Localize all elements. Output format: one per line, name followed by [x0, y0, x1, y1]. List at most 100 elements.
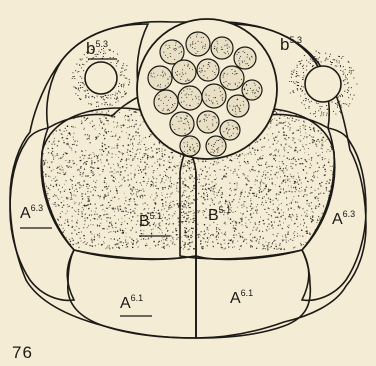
halo-dot — [79, 90, 80, 91]
stipple-dot — [184, 195, 185, 196]
stipple-dot — [198, 211, 200, 213]
stipple-dot — [230, 223, 231, 224]
stipple-dot — [52, 114, 54, 116]
stipple-dot — [303, 121, 305, 123]
stipple-dot — [294, 142, 296, 144]
stipple-dot — [40, 188, 41, 189]
halo-dot — [117, 61, 118, 62]
stipple-dot — [156, 195, 158, 197]
stipple-dot — [299, 191, 300, 192]
granule-dot — [167, 110, 168, 111]
stipple-dot — [281, 114, 282, 115]
stipple-dot — [205, 233, 206, 234]
stipple-dot — [51, 144, 52, 145]
stipple-dot — [298, 130, 299, 131]
stipple-dot — [135, 169, 136, 170]
stipple-dot — [44, 183, 45, 184]
halo-dot — [308, 99, 309, 100]
granule-dot — [215, 74, 216, 75]
stipple-dot — [251, 187, 253, 189]
stipple-dot — [297, 233, 298, 234]
stipple-dot — [115, 154, 116, 155]
stipple-dot — [53, 169, 54, 170]
stipple-dot — [300, 224, 301, 225]
stipple-dot — [256, 162, 257, 163]
stipple-dot — [50, 118, 51, 119]
stipple-dot — [294, 235, 295, 236]
stipple-dot — [76, 164, 77, 165]
stipple-dot — [268, 242, 269, 243]
stipple-dot — [306, 231, 307, 232]
stipple-dot — [155, 185, 156, 186]
stipple-dot — [42, 231, 43, 232]
stipple-dot — [242, 207, 243, 208]
stipple-dot — [265, 174, 266, 175]
stipple-dot — [140, 197, 141, 198]
halo-dot — [76, 64, 77, 65]
stipple-dot — [116, 243, 117, 244]
stipple-dot — [182, 223, 183, 224]
stipple-dot — [256, 213, 257, 214]
granule-dot — [239, 63, 240, 64]
stipple-dot — [312, 139, 313, 140]
stipple-dot — [45, 174, 47, 176]
granule-dot — [240, 56, 241, 57]
stipple-dot — [82, 176, 83, 177]
halo-dot — [316, 63, 317, 64]
stipple-dot — [35, 119, 36, 120]
stipple-dot — [107, 229, 108, 230]
stipple-dot — [293, 138, 294, 139]
granule-dot — [220, 139, 221, 140]
stipple-dot — [91, 160, 92, 161]
stipple-dot — [190, 174, 191, 175]
stipple-dot — [124, 117, 125, 118]
halo-dot — [75, 93, 76, 94]
granule-dot — [175, 50, 176, 51]
stipple-dot — [146, 175, 147, 176]
granule-dot — [231, 135, 232, 136]
stipple-dot — [235, 225, 236, 226]
stipple-dot — [202, 188, 204, 190]
stipple-dot — [322, 157, 324, 159]
stipple-dot — [298, 184, 299, 185]
stipple-dot — [88, 198, 90, 200]
stipple-dot — [60, 192, 61, 193]
granule-dot — [187, 153, 188, 154]
stipple-dot — [340, 184, 341, 185]
stipple-dot — [163, 214, 164, 215]
stipple-dot — [77, 191, 78, 192]
stipple-dot — [122, 218, 123, 219]
stipple-dot — [99, 149, 100, 150]
stipple-dot — [134, 158, 135, 159]
stipple-dot — [74, 229, 75, 230]
stipple-dot — [67, 125, 69, 127]
stipple-dot — [229, 160, 230, 161]
stipple-dot — [170, 179, 171, 180]
stipple-dot — [79, 187, 80, 188]
stipple-dot — [259, 230, 261, 232]
stipple-dot — [281, 145, 282, 146]
granule-dot — [151, 75, 152, 76]
halo-dot — [110, 62, 111, 63]
stipple-dot — [73, 133, 74, 134]
stipple-dot — [108, 193, 109, 194]
stipple-dot — [123, 125, 124, 126]
stipple-dot — [333, 197, 334, 198]
stipple-dot — [283, 122, 284, 123]
stipple-dot — [130, 230, 132, 232]
halo-dot — [351, 70, 352, 71]
stipple-dot — [37, 139, 38, 140]
stipple-dot — [104, 242, 105, 243]
granule-dot — [203, 66, 204, 67]
stipple-dot — [295, 150, 296, 151]
stipple-dot — [137, 165, 138, 166]
granule-dot — [198, 41, 199, 42]
stipple-dot — [125, 240, 126, 241]
stipple-dot — [331, 170, 332, 171]
stipple-dot — [209, 167, 210, 168]
stipple-dot — [335, 234, 336, 235]
stipple-dot — [154, 163, 155, 164]
halo-dot — [343, 74, 344, 75]
stipple-dot — [122, 230, 124, 232]
stipple-dot — [204, 211, 205, 212]
